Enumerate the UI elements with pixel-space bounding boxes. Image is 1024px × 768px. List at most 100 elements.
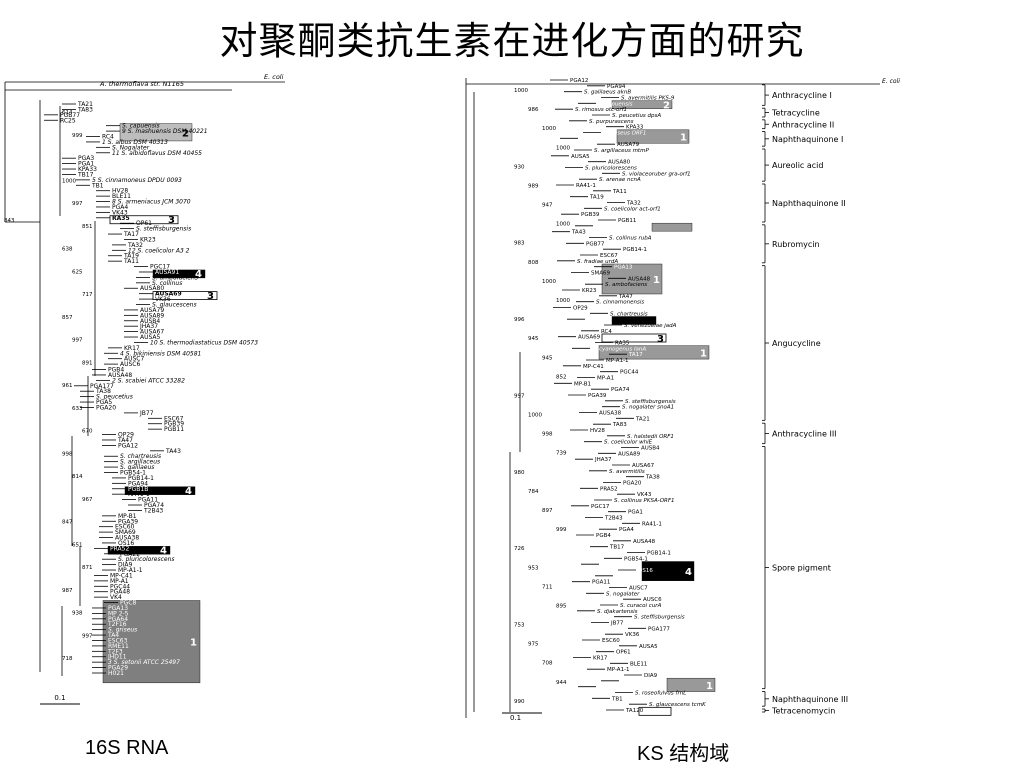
taxon-label: TA19	[589, 195, 604, 201]
bootstrap-value: 999	[72, 133, 83, 139]
bootstrap-value: 847	[62, 520, 73, 526]
taxon-label: RC4	[102, 134, 114, 141]
taxon-label: S. argillaceus mtmP	[594, 148, 649, 154]
clade-box-griseus-number: 1	[680, 133, 687, 144]
bootstrap-value: 1000	[528, 413, 542, 419]
group-label: Naphthaquinone I	[772, 135, 843, 144]
taxon-label: S. arenae ncnA	[599, 177, 641, 183]
taxon-label: AUSA80	[140, 285, 164, 292]
clade-box-pgb1b	[124, 486, 196, 495]
bootstrap-value: 999	[556, 527, 567, 533]
bootstrap-value: 651	[72, 542, 83, 548]
taxon-label: S. coelicolor whiE	[604, 440, 653, 446]
taxon-label: 2 S. scabiei ATCC 33282	[112, 377, 185, 384]
bootstrap-value: 961	[62, 383, 73, 389]
taxon-label: S. curacoi curA	[620, 603, 662, 609]
taxon-label: MP-A1-1	[607, 667, 630, 673]
clade-box-2-number: 2	[182, 128, 189, 139]
taxon-label: S. nogalater	[606, 591, 640, 597]
taxon-label: PGA39	[588, 393, 607, 399]
taxon-label: PGA29	[108, 665, 128, 672]
taxon-label: TA21	[77, 101, 93, 108]
taxon-label: S. venezuelae jadA	[624, 323, 677, 329]
taxon-label: ESC67	[164, 415, 184, 422]
clade-box-griseus	[616, 129, 690, 144]
taxon-label: TA83	[612, 422, 627, 428]
taxon-label: PGA94	[128, 480, 148, 487]
taxon-label: S. nogalater snoA1	[622, 405, 674, 411]
bootstrap-value: 895	[556, 603, 567, 609]
taxon-label: PRA52	[600, 486, 618, 492]
taxon-label: AUSA67	[632, 463, 655, 469]
taxon-label: DIA9	[118, 562, 132, 569]
clade-box-1-number: 1	[190, 638, 197, 649]
taxon-label: S. pluricolorescens	[585, 166, 637, 172]
taxon-label: AUSA5	[571, 154, 590, 160]
taxon-label: MP-A1-1	[606, 358, 629, 364]
taxon-label: MP-C41	[110, 572, 133, 579]
taxon-label: PGA12	[570, 78, 588, 84]
taxon-label: PGB39	[164, 421, 184, 428]
taxon-label: TA11	[612, 189, 627, 195]
group-label: Aureolic acid	[772, 161, 823, 170]
taxon-label: S. collinus rubA	[609, 236, 652, 242]
taxon-label: T2B43	[143, 507, 163, 514]
outgroup-label: E. coli	[264, 73, 284, 81]
taxon-label: S. cinnamonensis	[596, 300, 644, 306]
taxon-label: PGA5	[96, 399, 112, 406]
bootstrap-value: 808	[528, 260, 539, 266]
taxon-label: 9 S. mashuensis DSM 40221	[122, 128, 208, 135]
taxon-label: RME11	[108, 643, 129, 650]
taxon-label: ESC60	[115, 524, 135, 531]
taxon-label: PGB1B	[128, 486, 148, 493]
taxon-label: OS16	[118, 540, 134, 547]
taxon-label: AUSA89	[618, 451, 641, 457]
taxon-label: PGA4	[619, 527, 634, 533]
taxon-label: JB77	[139, 410, 154, 417]
taxon-label: S. cyanogenus lanA	[592, 346, 646, 352]
taxon-label: PGA177	[90, 383, 114, 390]
taxon-label: OP61	[136, 220, 152, 227]
clade-box-capuensis	[611, 100, 673, 109]
bootstrap-value: 852	[556, 374, 567, 380]
bootstrap-value: 997	[514, 393, 525, 399]
taxon-label: T2F16	[107, 621, 127, 628]
bootstrap-value: 1000	[514, 88, 528, 94]
bootstrap-value: 851	[82, 224, 93, 230]
taxon-label: PGA20	[96, 404, 116, 411]
taxon-label: S. roseofulvus frnL	[635, 691, 686, 697]
taxon-label: AUSA5	[639, 644, 658, 650]
group-label: Naphthaquinone II	[772, 199, 846, 208]
clade-box-ausa69	[601, 333, 667, 343]
taxon-label: AUSC6	[120, 361, 140, 368]
taxon-label: PGA11	[592, 580, 610, 586]
taxon-label: JHD11	[597, 685, 615, 691]
left-tree-caption: 16S RNA	[85, 737, 169, 759]
taxon-label: KR17	[593, 656, 608, 662]
taxon-label: AUSA91	[155, 269, 179, 276]
bootstrap-value: 739	[556, 451, 567, 457]
taxon-label: PGB11	[164, 426, 184, 433]
taxon-label: PGC44	[110, 583, 130, 590]
taxon-label: AUSA79	[140, 307, 164, 314]
clade-box-pga22	[651, 222, 693, 232]
bootstrap-value: 726	[514, 546, 525, 552]
taxon-label: SMA69	[591, 271, 610, 277]
bootstrap-value: 986	[528, 107, 539, 113]
taxon-label: TB17	[77, 171, 94, 178]
taxon-label: TB1	[91, 182, 104, 189]
bootstrap-value: 614	[62, 110, 73, 116]
taxon-label: AUSA80	[608, 160, 631, 166]
taxon-label: TA43	[571, 230, 586, 236]
taxon-label: AUSA89	[140, 312, 164, 319]
clade-box-ra35	[109, 215, 179, 225]
taxon-label: RA35	[615, 341, 630, 347]
taxon-label: PGA48	[621, 679, 640, 685]
taxon-label: MP-A1	[597, 376, 614, 382]
taxon-label: 12 S. coelicolor A3 2	[128, 247, 190, 254]
bootstrap-value: 1000	[556, 145, 570, 151]
clade-box-ausa69	[152, 291, 218, 301]
taxon-label: S. capuensis	[598, 101, 633, 107]
taxon-label: MP 2-5	[108, 610, 129, 617]
bootstrap-value: 945	[542, 355, 553, 361]
